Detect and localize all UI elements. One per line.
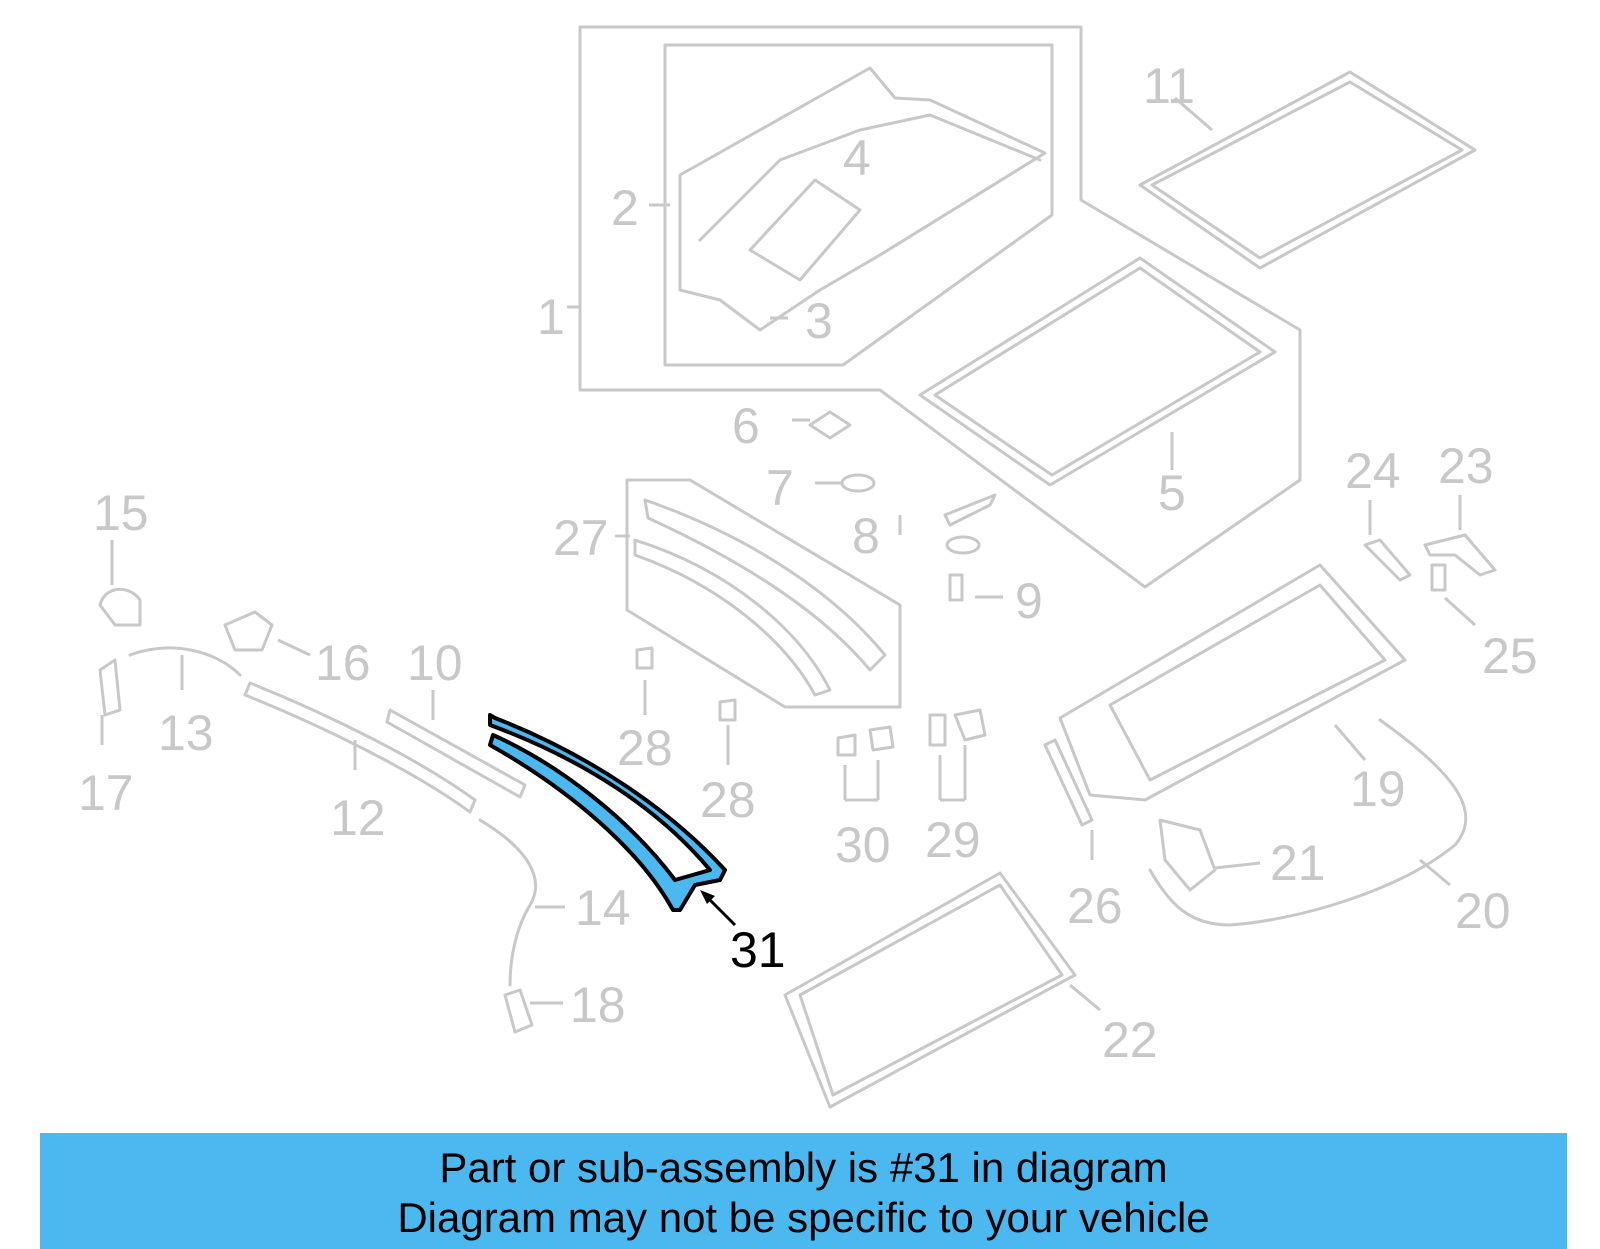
washer-8b (945, 535, 981, 555)
trim-rail-27a (643, 498, 887, 672)
callout-31: 31 (730, 922, 786, 978)
callout-3: 3 (805, 293, 833, 349)
plug-30b (868, 725, 895, 752)
callout-13: 13 (158, 705, 214, 761)
bolt-25 (1430, 563, 1447, 592)
rear-window-19 (1058, 563, 1407, 802)
callout-27: 27 (553, 510, 609, 566)
bracket-23 (1423, 533, 1497, 577)
callout-2: 2 (611, 180, 639, 236)
banner-line-1: Part or sub-assembly is #31 in diagram (439, 1144, 1168, 1191)
sunroof-panel-11 (1138, 70, 1477, 270)
roof-panel (678, 66, 1047, 332)
leader-lines (100, 96, 1477, 1012)
callout-8: 8 (852, 508, 880, 564)
bolt-9 (948, 573, 964, 602)
clip-15 (98, 587, 142, 627)
callout-28b: 28 (700, 772, 756, 828)
plug-28a (635, 646, 654, 670)
rear-window-19-inner (1108, 583, 1387, 782)
clip-6 (808, 410, 852, 440)
callout-21: 21 (1270, 835, 1326, 891)
callout-9: 9 (1015, 573, 1043, 629)
callout-5: 5 (1158, 465, 1186, 521)
sunroof-glass-inner (933, 266, 1262, 477)
clip-16 (223, 610, 274, 652)
sunroof-frame-4 (748, 178, 862, 282)
clip-17 (98, 658, 122, 717)
callout-19: 19 (1350, 761, 1406, 817)
callout-10: 10 (407, 635, 463, 691)
banner-line-2: Diagram may not be specific to your vehi… (397, 1194, 1210, 1241)
molding-10 (385, 708, 527, 799)
callout-24: 24 (1345, 443, 1401, 499)
callout-18: 18 (570, 977, 626, 1033)
molding-12 (243, 681, 477, 814)
roof-panel-box (663, 43, 1054, 367)
roof-panel-inner (698, 113, 1042, 242)
callout-25: 25 (1482, 628, 1538, 684)
sunroof-glass (918, 256, 1277, 487)
callout-4: 4 (843, 130, 871, 186)
strip-26 (1043, 738, 1094, 827)
bolt-29a (928, 713, 947, 747)
windshield-22-inner (798, 883, 1064, 1097)
callout-28a: 28 (617, 720, 673, 776)
bracket-24 (1363, 538, 1412, 582)
seal-13 (128, 646, 242, 677)
sunroof-panel-11-inner (1150, 80, 1464, 260)
clip-8a (943, 493, 997, 527)
clip-18 (503, 988, 534, 1034)
callout-14: 14 (575, 880, 631, 936)
washer-7 (840, 473, 876, 493)
callout-17: 17 (78, 765, 134, 821)
callout-7: 7 (766, 460, 794, 516)
callout-6: 6 (732, 398, 760, 454)
callout-15: 15 (93, 485, 149, 541)
callout-16: 16 (315, 635, 371, 691)
callout-23: 23 (1438, 438, 1494, 494)
drain-hose-14 (478, 818, 538, 987)
callout-11: 11 (1143, 58, 1195, 114)
callout-29: 29 (925, 812, 981, 868)
callout-1: 1 (537, 289, 565, 345)
plug-28b (718, 698, 737, 722)
arrowhead-31 (700, 890, 715, 904)
callout-12: 12 (330, 790, 386, 846)
callout-20: 20 (1455, 883, 1511, 939)
callout-30: 30 (835, 817, 891, 873)
roof-assembly-outline (578, 25, 1302, 589)
trim-rail-27b (633, 538, 832, 697)
callout-22: 22 (1102, 1012, 1158, 1068)
trim-box-27 (625, 478, 902, 709)
plug-30a (836, 733, 857, 757)
callout-26: 26 (1067, 878, 1123, 934)
bracket-21 (1158, 818, 1217, 892)
highlighted-part-31 (488, 713, 727, 912)
info-banner: Part or sub-assembly is #31 in diagram D… (40, 1133, 1567, 1249)
seal-20 (1148, 718, 1468, 927)
bolt-29b (953, 708, 987, 742)
windshield-22 (783, 871, 1077, 1109)
